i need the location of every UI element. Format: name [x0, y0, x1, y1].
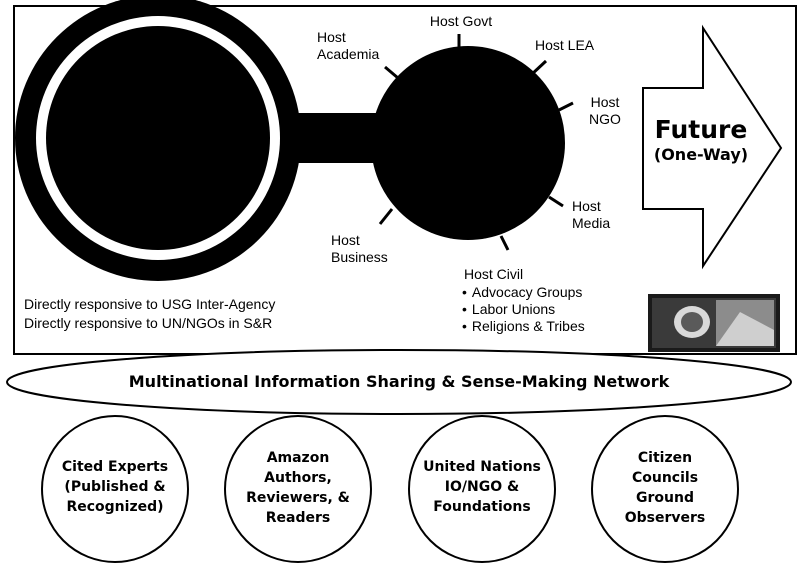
list-item: Advocacy Groups [462, 284, 585, 301]
label-host-lea: Host LEA [535, 37, 595, 53]
circle-text-line: Councils [631, 470, 699, 486]
label-host-civil: Host Civil [464, 266, 524, 282]
network-ellipse [6, 349, 792, 415]
circle-text-line: United Nations [423, 459, 541, 475]
circle-citizen-councils-text: Citizen Councils Ground Observers [595, 448, 735, 528]
label-host-media-line2: Media [572, 215, 611, 231]
hub-spokes [378, 34, 574, 251]
spoke-media [548, 195, 564, 208]
label-host-media: Host Media [572, 198, 610, 232]
label-host-media-line1: Host [572, 198, 601, 214]
inner-disc [46, 26, 270, 250]
label-host-business: Host Business [331, 232, 388, 266]
label-host-business-line2: Business [331, 249, 388, 265]
label-host-business-line1: Host [331, 232, 360, 248]
label-host-ngo: Host NGO [573, 94, 637, 128]
circle-cited-experts-text: Cited Experts (Published & Recognized) [45, 457, 185, 517]
future-arrow-text: Future (One-Way) [646, 115, 756, 165]
circle-text-line: Authors, [264, 470, 332, 486]
hub-circle [371, 46, 565, 240]
circle-text-line: Foundations [433, 499, 531, 515]
circle-text-line: IO/NGO & [444, 479, 520, 495]
list-item: Labor Unions [462, 301, 585, 318]
circle-amazon-text: Amazon Authors, Reviewers, & Readers [228, 448, 368, 528]
label-host-ngo-line1: Host [590, 94, 620, 110]
spoke-academia [384, 65, 399, 80]
circle-amazon [224, 415, 372, 563]
future-arrow [642, 24, 783, 270]
circle-text-line: Ground [636, 490, 694, 506]
circle-citizen-councils [591, 415, 739, 563]
responsive-un-text: Directly responsive to UN/NGOs in S&R [24, 315, 273, 331]
spoke-business [378, 208, 394, 225]
spoke-ngo [558, 101, 574, 112]
label-host-ngo-line2: NGO [589, 111, 621, 127]
circle-united-nations [408, 415, 556, 563]
circle-text-line: Recognized) [66, 499, 164, 515]
circle-text-line: (Published & [64, 479, 166, 495]
spoke-civil [499, 235, 510, 251]
circle-text-line: Cited Experts [61, 459, 169, 475]
responsive-usg-text: Directly responsive to USG Inter-Agency [24, 296, 276, 312]
label-host-academia-line2: Academia [317, 46, 380, 62]
circle-text-line: Reviewers, & [246, 490, 350, 506]
circle-cited-experts [41, 415, 189, 563]
circle-text-line: Amazon [266, 450, 330, 466]
circle-text-line: Observers [624, 510, 706, 526]
future-title: Future [654, 115, 748, 144]
network-label: Multinational Information Sharing & Sens… [128, 372, 670, 391]
label-host-academia: Host Academia [317, 29, 379, 63]
host-civil-list: Advocacy Groups Labor Unions Religions &… [462, 284, 585, 335]
label-host-govt: Host Govt [429, 13, 493, 29]
list-item: Religions & Tribes [462, 318, 585, 335]
circle-united-nations-text: United Nations IO/NGO & Foundations [412, 457, 552, 517]
photo-thumbnail [648, 294, 780, 352]
circle-text-line: Readers [265, 510, 331, 526]
circle-text-line: Citizen [637, 450, 693, 466]
future-subtitle: (One-Way) [653, 145, 749, 164]
label-host-academia-line1: Host [317, 29, 346, 45]
